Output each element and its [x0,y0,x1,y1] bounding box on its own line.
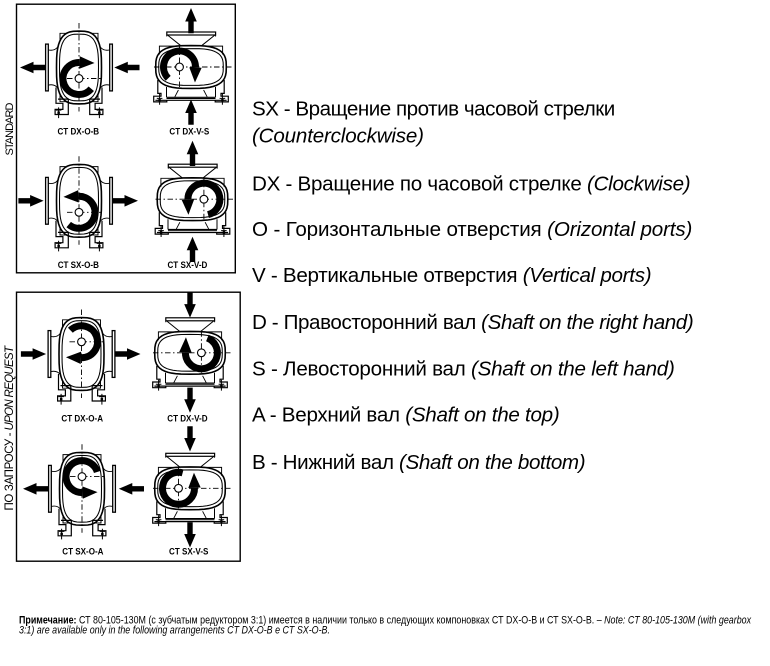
svg-text:Примечание: СТ 80-105-130М (с: Примечание: СТ 80-105-130М (с зубчатым р… [19,614,752,627]
svg-text:3:1) are available only in the: 3:1) are available only in the following… [19,625,330,637]
svg-text:B - Нижний вал (Shaft on the b: B - Нижний вал (Shaft on the bottom) [252,451,585,474]
svg-text:DX - Вращение по часовой стрел: DX - Вращение по часовой стрелке (Clockw… [252,172,690,195]
svg-text:A - Верхний вал (Shaft on the: A - Верхний вал (Shaft on the top) [252,403,559,426]
svg-text:O - Горизонтальные отверстия (: O - Горизонтальные отверстия (Orizontal … [252,218,692,241]
svg-text:ПО ЗАПРОСУ -: ПО ЗАПРОСУ - [4,432,16,510]
svg-text:CT DX-V-D: CT DX-V-D [167,413,208,424]
svg-text:CT SX-O-B: CT SX-O-B [58,259,99,270]
svg-text:STANDARD: STANDARD [4,102,16,155]
svg-text:S - Левосторонний вал (Shaft o: S - Левосторонний вал (Shaft on the left… [252,358,675,381]
svg-text:CT DX-O-A: CT DX-O-A [61,413,103,424]
svg-text:UPON REQUEST: UPON REQUEST [4,345,16,430]
svg-text:CT SX-O-A: CT SX-O-A [62,546,104,557]
svg-text:V - Вертикальные отверстия (Ve: V - Вертикальные отверстия (Vertical por… [252,264,651,287]
svg-text:CT SX-V-D: CT SX-V-D [167,259,207,270]
svg-text:CT DX-V-S: CT DX-V-S [169,126,209,137]
svg-text:CT SX-V-S: CT SX-V-S [169,546,208,557]
svg-text:(Counterclockwise): (Counterclockwise) [252,124,424,147]
svg-text:SX - Вращение против часовой с: SX - Вращение против часовой стрелки [252,98,615,121]
svg-text:CT DX-O-B: CT DX-O-B [57,126,99,137]
svg-text:D - Правосторонний вал (Shaft: D - Правосторонний вал (Shaft on the rig… [252,311,693,334]
